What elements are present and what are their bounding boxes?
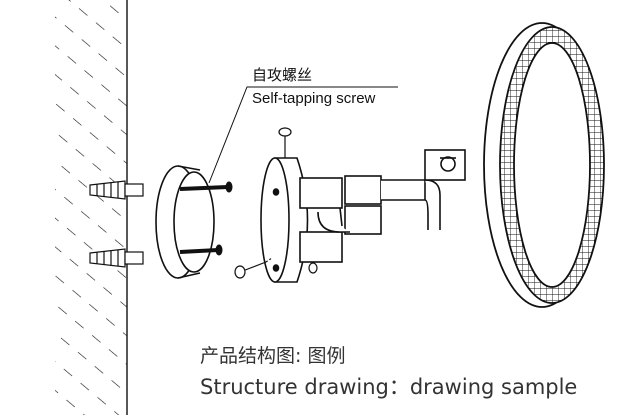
swivel-hub xyxy=(260,157,309,283)
top-set-screw xyxy=(278,127,292,158)
caption-english: Structure drawing：drawing sample xyxy=(200,375,578,399)
swing-arm xyxy=(299,149,466,263)
small-nut xyxy=(308,262,318,274)
round-mirror xyxy=(483,22,605,308)
wall-anchor-bottom xyxy=(89,248,144,268)
callout-label-cn: 自攻螺丝 xyxy=(252,67,312,84)
self-tapping-screw-bottom xyxy=(179,244,223,256)
wall-anchor-top xyxy=(89,180,144,200)
wall xyxy=(55,0,128,415)
caption-chinese: 产品结构图: 图例 xyxy=(200,345,346,367)
base-plate xyxy=(155,165,215,279)
screw-callout: 自攻螺丝 Self-tapping screw xyxy=(208,67,398,184)
side-screw xyxy=(234,257,273,279)
self-tapping-screw-top xyxy=(179,181,233,193)
callout-label-en: Self-tapping screw xyxy=(252,90,376,107)
